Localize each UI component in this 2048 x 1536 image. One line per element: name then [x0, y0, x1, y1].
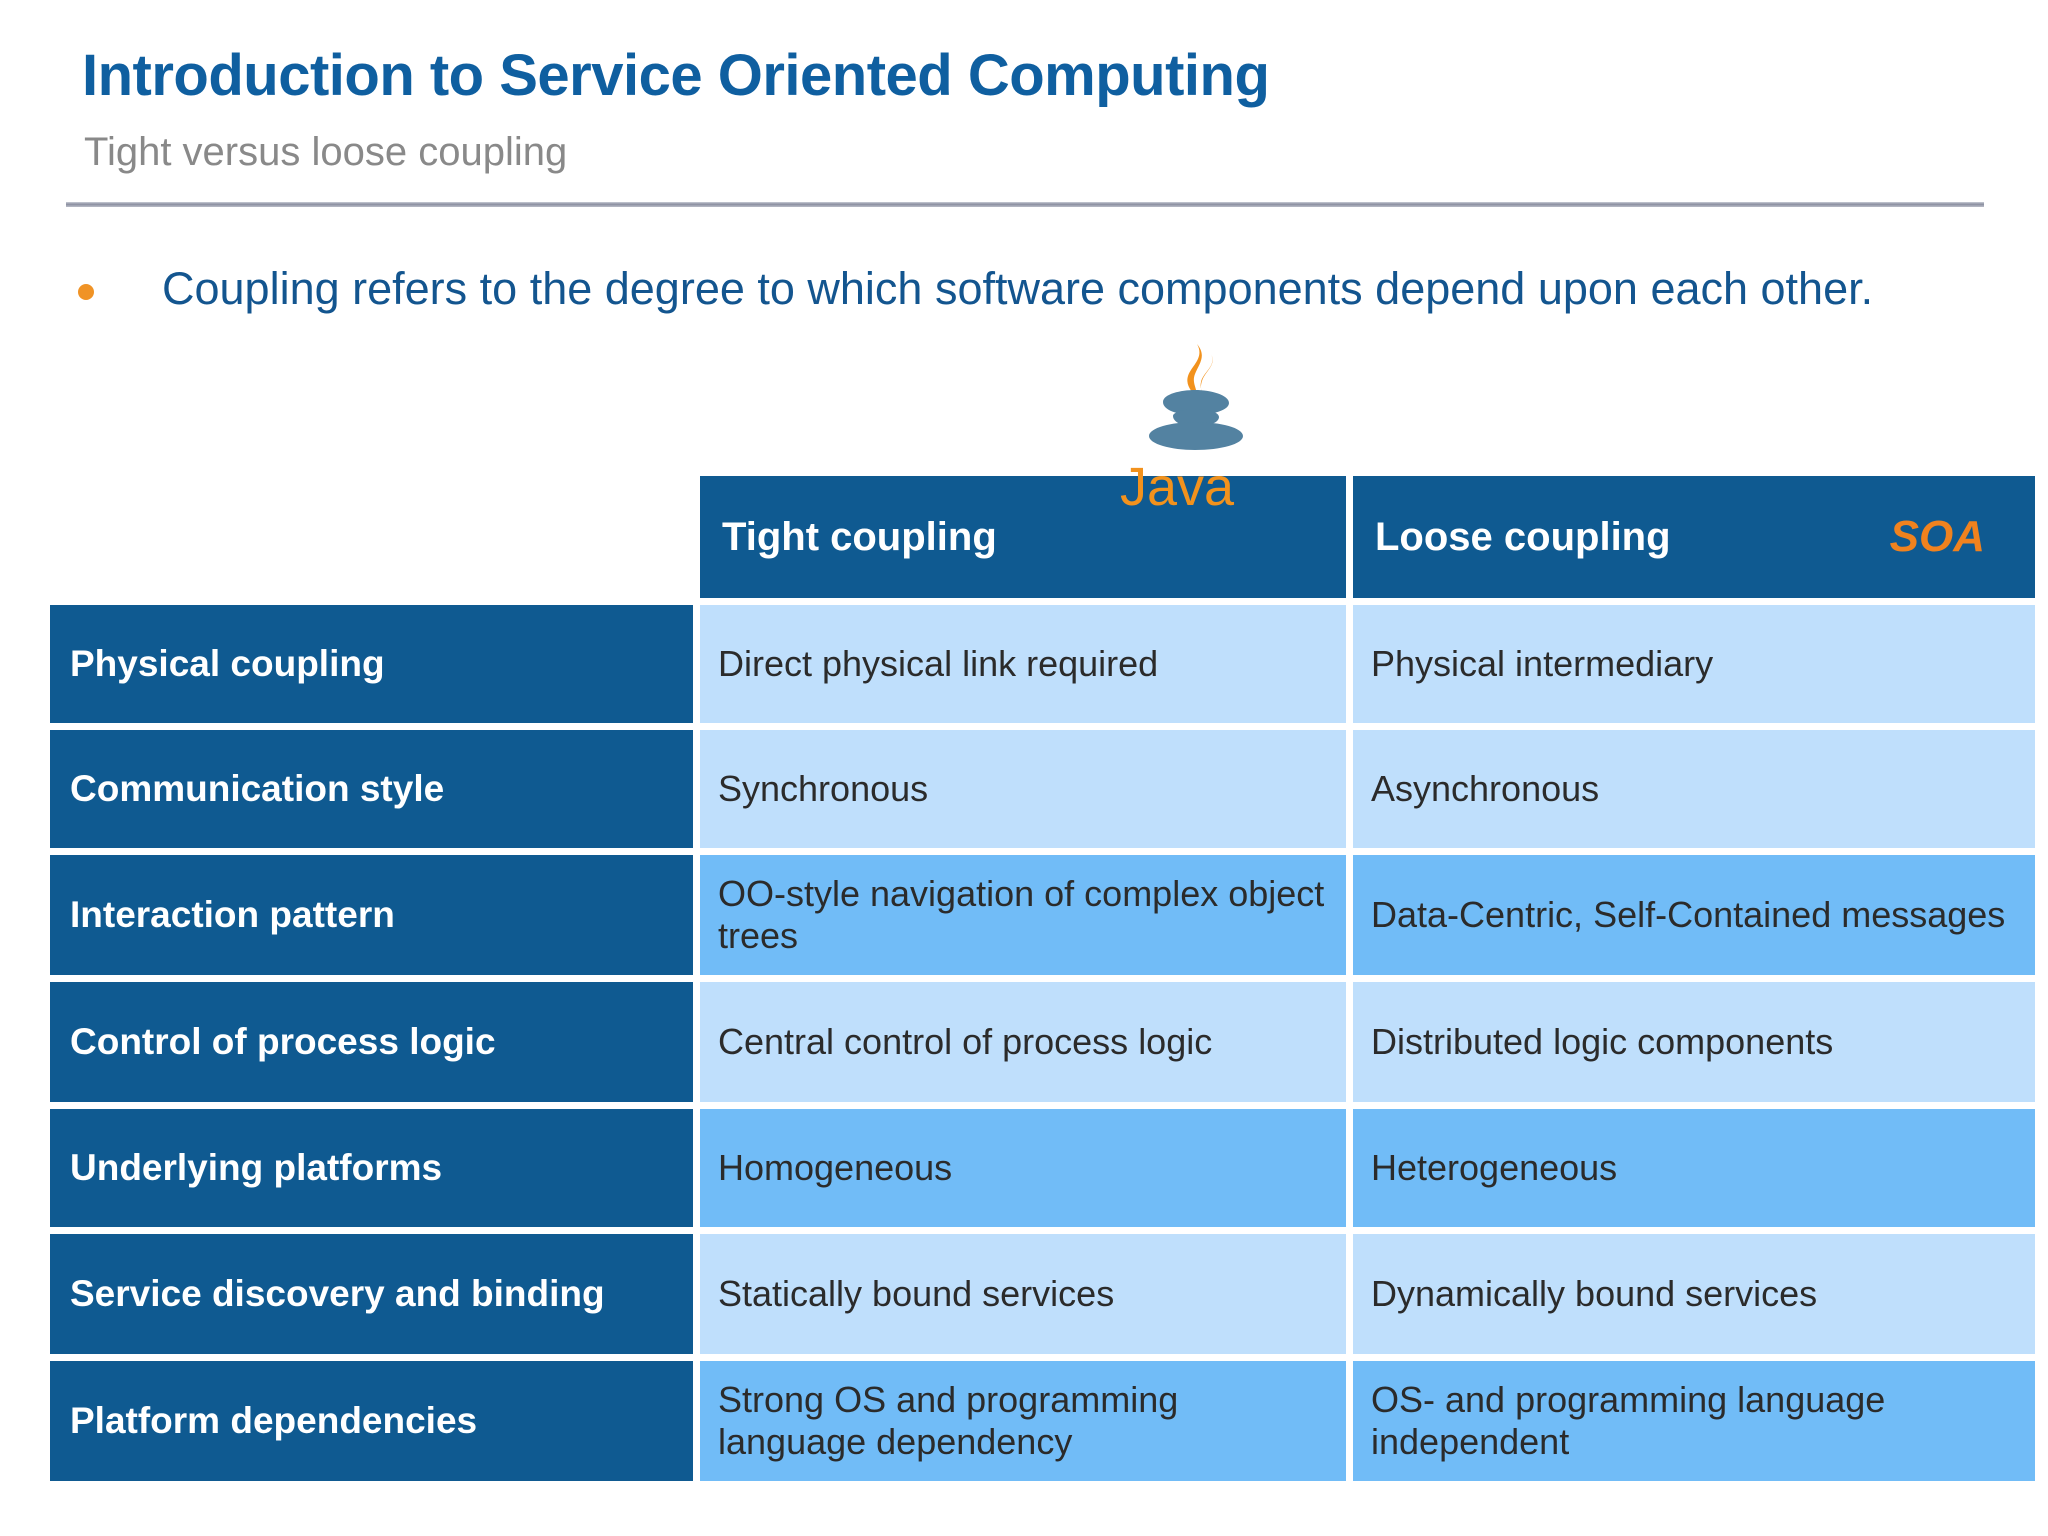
- table-row: Underlying platforms Homogeneous Heterog…: [50, 1109, 2035, 1227]
- row-label: Communication style: [50, 730, 693, 848]
- table-row: Interaction pattern OO-style navigation …: [50, 855, 2035, 975]
- row-loose-value: Dynamically bound services: [1353, 1234, 2035, 1354]
- soa-wordmark: SOA: [1889, 512, 1985, 561]
- table-header-row: Tight coupling Java Loose coupling SOA: [700, 476, 2035, 598]
- java-logo: [1133, 340, 1253, 470]
- row-tight-value: OO-style navigation of complex object tr…: [700, 855, 1346, 975]
- bullet-dot-icon: [78, 284, 94, 300]
- column-header-loose-label: Loose coupling: [1375, 514, 1671, 559]
- column-header-tight-coupling: Tight coupling Java: [700, 476, 1346, 598]
- title-divider: [66, 202, 1984, 207]
- row-loose-value: Asynchronous: [1353, 730, 2035, 848]
- row-tight-value: Synchronous: [700, 730, 1346, 848]
- row-tight-value: Statically bound services: [700, 1234, 1346, 1354]
- comparison-table: Tight coupling Java Loose coupling SOA P…: [50, 476, 2035, 1481]
- java-wordmark-visible: Java: [1120, 457, 1235, 517]
- table-row: Service discovery and binding Statically…: [50, 1234, 2035, 1354]
- bullet-item: Coupling refers to the degree to which s…: [78, 262, 1988, 317]
- row-loose-value: OS- and programming language independent: [1353, 1361, 2035, 1481]
- row-label: Control of process logic: [50, 982, 693, 1102]
- row-label: Physical coupling: [50, 605, 693, 723]
- table-row: Control of process logic Central control…: [50, 982, 2035, 1102]
- row-tight-value: Direct physical link required: [700, 605, 1346, 723]
- row-tight-value: Strong OS and programming language depen…: [700, 1361, 1346, 1481]
- row-label: Interaction pattern: [50, 855, 693, 975]
- row-loose-value: Distributed logic components: [1353, 982, 2035, 1102]
- row-label: Platform dependencies: [50, 1361, 693, 1481]
- bullet-text: Coupling refers to the degree to which s…: [162, 263, 1874, 314]
- table-row: Physical coupling Direct physical link r…: [50, 605, 2035, 723]
- row-tight-value: Central control of process logic: [700, 982, 1346, 1102]
- row-tight-value: Homogeneous: [700, 1109, 1346, 1227]
- row-loose-value: Data-Centric, Self-Contained messages: [1353, 855, 2035, 975]
- page-title: Introduction to Service Oriented Computi…: [82, 43, 1270, 108]
- table-row: Platform dependencies Strong OS and prog…: [50, 1361, 2035, 1481]
- column-header-loose-coupling: Loose coupling SOA: [1353, 476, 2035, 598]
- column-header-tight-label: Tight coupling: [722, 514, 997, 559]
- row-loose-value: Physical intermediary: [1353, 605, 2035, 723]
- row-label: Underlying platforms: [50, 1109, 693, 1227]
- row-loose-value: Heterogeneous: [1353, 1109, 2035, 1227]
- page-subtitle: Tight versus loose coupling: [84, 130, 568, 174]
- table-row: Communication style Synchronous Asynchro…: [50, 730, 2035, 848]
- row-label: Service discovery and binding: [50, 1234, 693, 1354]
